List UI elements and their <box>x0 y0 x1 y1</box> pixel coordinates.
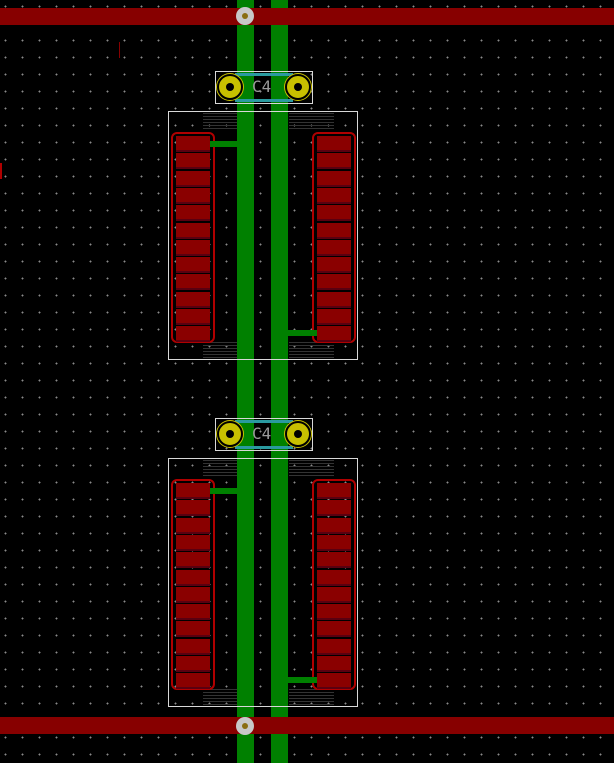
via-top[interactable] <box>236 7 254 25</box>
courtyard-line <box>235 99 293 102</box>
smd-pad[interactable] <box>317 309 351 325</box>
silk-hatch <box>289 113 334 129</box>
smd-pad[interactable] <box>176 153 210 170</box>
smd-pad[interactable] <box>317 205 351 222</box>
tht-pad-1[interactable] <box>217 421 243 447</box>
smd-pad[interactable] <box>317 534 351 551</box>
smd-pad[interactable] <box>317 552 351 569</box>
smd-pad[interactable] <box>317 500 351 517</box>
smd-pad[interactable] <box>176 170 210 187</box>
smd-pad[interactable] <box>176 569 210 586</box>
courtyard-line <box>235 73 293 76</box>
smd-pad[interactable] <box>176 187 210 204</box>
smd-pad[interactable] <box>317 604 351 621</box>
back-copper-track-2[interactable] <box>271 0 288 763</box>
smd-pad[interactable] <box>317 656 351 672</box>
offscreen-pad-edge <box>0 163 2 179</box>
pad-column-right <box>312 132 356 343</box>
smd-pad[interactable] <box>317 274 351 291</box>
smd-pad[interactable] <box>176 257 210 274</box>
pad-column-right <box>312 479 356 690</box>
front-copper-track-bottom[interactable] <box>0 717 614 734</box>
silk-hatch <box>289 689 334 705</box>
smd-pad[interactable] <box>176 205 210 222</box>
silk-hatch <box>203 689 237 705</box>
smd-pad[interactable] <box>317 673 351 690</box>
smd-pad[interactable] <box>317 586 351 603</box>
smd-pad[interactable] <box>317 326 351 343</box>
smd-pad[interactable] <box>176 517 210 534</box>
back-copper-stub[interactable] <box>287 330 317 336</box>
smd-pad[interactable] <box>176 274 210 291</box>
smd-pad[interactable] <box>176 552 210 569</box>
silk-hatch <box>203 342 237 358</box>
smd-pad[interactable] <box>176 673 210 690</box>
back-copper-stub[interactable] <box>210 141 238 147</box>
smd-pad[interactable] <box>176 586 210 603</box>
smd-pad[interactable] <box>317 483 351 499</box>
smd-pad[interactable] <box>176 326 210 343</box>
ic-footprint-outline[interactable] <box>168 111 358 360</box>
tht-pad-2[interactable] <box>285 421 311 447</box>
smd-pad[interactable] <box>317 239 351 256</box>
silk-hatch <box>289 342 334 358</box>
smd-pad[interactable] <box>176 222 210 239</box>
courtyard-line <box>235 446 293 449</box>
silk-hatch <box>203 460 237 476</box>
ic-footprint-outline[interactable] <box>168 458 358 707</box>
pad-column-left <box>171 479 215 690</box>
silk-hatch <box>289 460 334 476</box>
tht-pad-1[interactable] <box>217 74 243 100</box>
smd-pad[interactable] <box>176 483 210 499</box>
front-copper-track-top[interactable] <box>0 8 614 25</box>
smd-pad[interactable] <box>317 638 351 655</box>
smd-pad[interactable] <box>317 222 351 239</box>
track-segment <box>119 42 120 58</box>
smd-pad[interactable] <box>317 187 351 204</box>
smd-pad[interactable] <box>176 621 210 638</box>
tht-pad-2[interactable] <box>285 74 311 100</box>
smd-pad[interactable] <box>176 136 210 152</box>
smd-pad[interactable] <box>176 309 210 325</box>
smd-pad[interactable] <box>317 621 351 638</box>
smd-pad[interactable] <box>176 534 210 551</box>
pad-column-left <box>171 132 215 343</box>
smd-pad[interactable] <box>176 291 210 308</box>
smd-pad[interactable] <box>176 239 210 256</box>
smd-pad[interactable] <box>317 517 351 534</box>
smd-pad[interactable] <box>317 291 351 308</box>
back-copper-stub[interactable] <box>210 488 238 494</box>
back-copper-track-1[interactable] <box>237 0 254 763</box>
capacitor-footprint[interactable] <box>215 418 313 451</box>
smd-pad[interactable] <box>317 136 351 152</box>
silk-hatch <box>203 113 237 129</box>
smd-pad[interactable] <box>317 569 351 586</box>
smd-pad[interactable] <box>176 500 210 517</box>
via-bottom[interactable] <box>236 717 254 735</box>
smd-pad[interactable] <box>176 638 210 655</box>
smd-pad[interactable] <box>317 257 351 274</box>
reference-label: C4 <box>252 424 272 443</box>
back-copper-stub[interactable] <box>287 677 317 683</box>
reference-label: C4 <box>252 77 272 96</box>
smd-pad[interactable] <box>176 656 210 672</box>
capacitor-footprint[interactable] <box>215 71 313 104</box>
smd-pad[interactable] <box>317 170 351 187</box>
smd-pad[interactable] <box>176 604 210 621</box>
courtyard-line <box>235 420 293 423</box>
smd-pad[interactable] <box>317 153 351 170</box>
